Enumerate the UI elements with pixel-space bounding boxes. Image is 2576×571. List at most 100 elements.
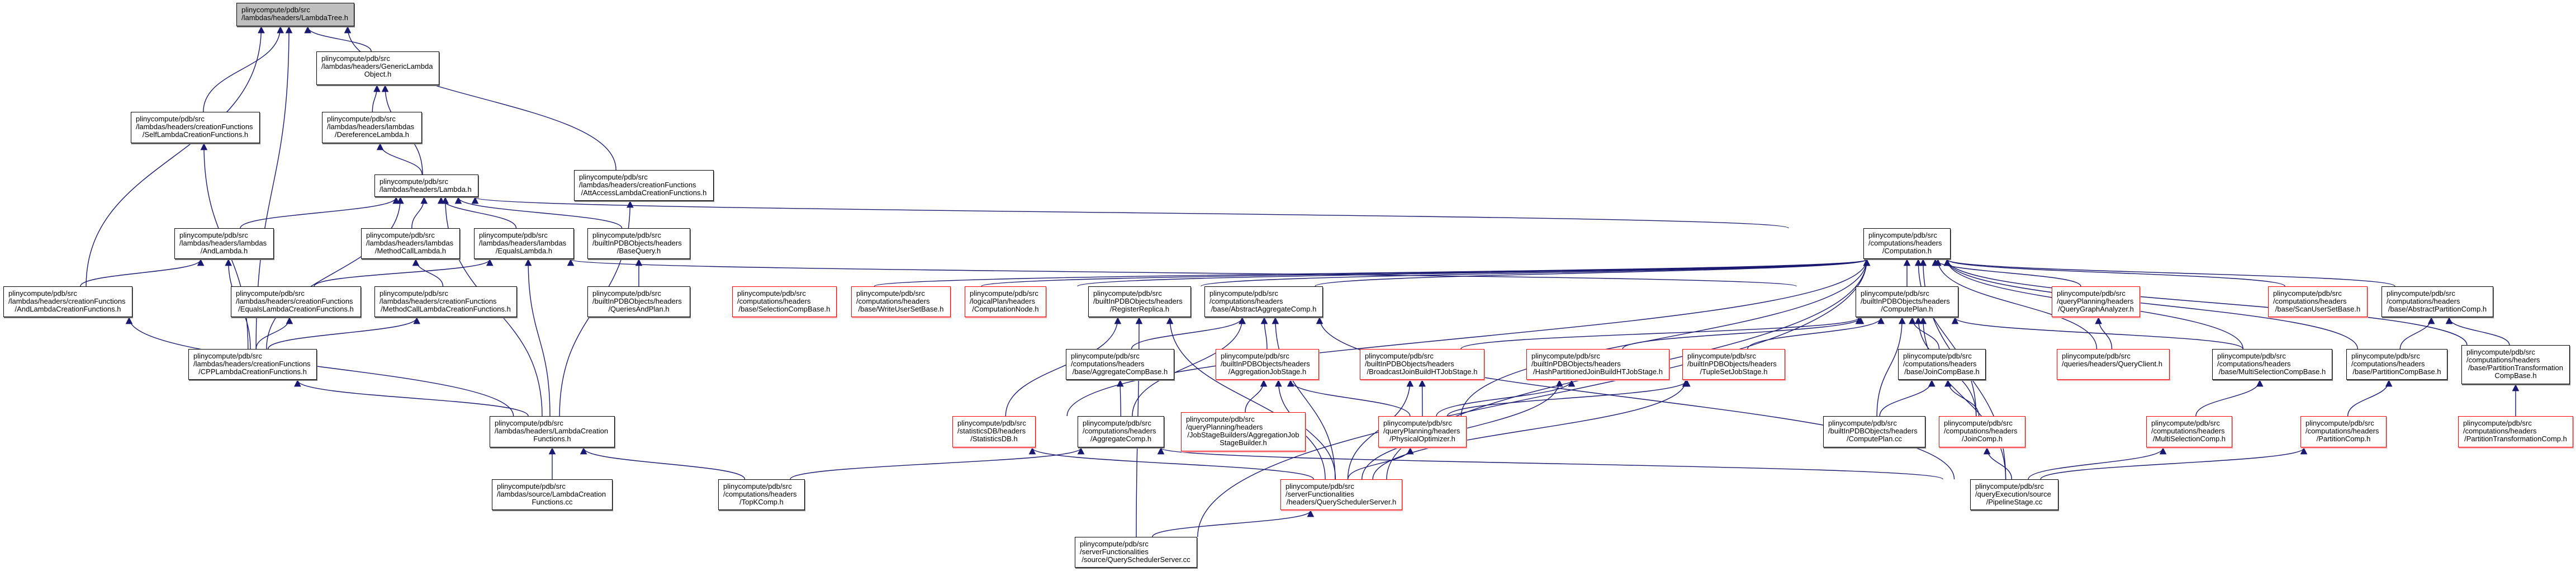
- graph-node-registerreplica[interactable]: plinycompute/pdb/src/builtInPDBObjects/h…: [1088, 286, 1191, 317]
- graph-node-multiselectioncompbase[interactable]: plinycompute/pdb/src/computations/header…: [2212, 349, 2332, 380]
- graph-node-topkcomp[interactable]: plinycompute/pdb/src/computations/header…: [718, 479, 805, 510]
- node-label-line: plinycompute/pdb/src: [321, 54, 390, 63]
- graph-node-partitioncompbase[interactable]: plinycompute/pdb/src/computations/header…: [2346, 349, 2447, 380]
- graph-node-writeusersetbase[interactable]: plinycompute/pdb/src/computations/header…: [851, 286, 951, 317]
- graph-node-abstractpartitioncomp[interactable]: plinycompute/pdb/src/computations/header…: [2382, 286, 2493, 317]
- node-label-line: /QueryGraphAnalyzer.h: [2058, 305, 2134, 313]
- graph-node-basequery[interactable]: plinycompute/pdb/src/builtInPDBObjects/h…: [587, 228, 690, 259]
- edge-scanusersetbase-to-computation: [1943, 258, 2285, 287]
- graph-node-lambda[interactable]: plinycompute/pdb/src/lambdas/headers/Lam…: [374, 174, 478, 197]
- graph-node-queryclient[interactable]: plinycompute/pdb/src/queries/headers/Que…: [2057, 349, 2170, 380]
- graph-node-lambdatree[interactable]: plinycompute/pdb/src/lambdas/headers/Lam…: [236, 3, 354, 26]
- edge-queryschedulerserverh-to-aggregationjobstage: [1275, 379, 1336, 480]
- node-label-line: /AndLambdaCreationFunctions.h: [15, 305, 121, 313]
- node-label-line: plinycompute/pdb/src: [2273, 289, 2342, 298]
- graph-node-aggregatecomp[interactable]: plinycompute/pdb/src/computations/header…: [1078, 416, 1164, 447]
- node-label-line: plinycompute/pdb/src: [2057, 289, 2126, 298]
- graph-node-joincompbase[interactable]: plinycompute/pdb/src/computations/header…: [1898, 349, 1986, 380]
- graph-node-aggregationjobstagebuilder[interactable]: plinycompute/pdb/src/queryPlanning/heade…: [1181, 412, 1306, 451]
- graph-node-attaccesslcf[interactable]: plinycompute/pdb/src/lambdas/headers/cre…: [574, 170, 714, 201]
- graph-node-statisticsdb[interactable]: plinycompute/pdb/src/statisticsDB/header…: [952, 416, 1036, 447]
- graph-node-andlambda[interactable]: plinycompute/pdb/src/lambdas/headers/lam…: [174, 228, 274, 259]
- node-label-line: /builtInPDBObjects/headers: [1828, 427, 1918, 435]
- node-label-line: /SelfLambdaCreationFunctions.h: [142, 130, 249, 139]
- graph-node-methodcalllcf[interactable]: plinycompute/pdb/src/lambdas/headers/cre…: [374, 286, 517, 317]
- graph-node-partitiontransformationcompbase[interactable]: plinycompute/pdb/src/computations/header…: [2461, 345, 2570, 384]
- node-label-line: /builtInPDBObjects/headers: [592, 297, 682, 305]
- edge-physicaloptimizer-to-tuplesetjobstage: [1446, 379, 1691, 417]
- graph-node-lambdacreationfunctionscc[interactable]: plinycompute/pdb/src/lambdas/source/Lamb…: [492, 479, 613, 510]
- edge-lambda-to-derefl: [376, 143, 423, 175]
- graph-node-queryschedulerservercc[interactable]: plinycompute/pdb/src/serverFunctionaliti…: [1075, 537, 1197, 568]
- graph-node-genericlambda[interactable]: plinycompute/pdb/src/lambdas/headers/Gen…: [316, 51, 439, 85]
- graph-node-computationnode[interactable]: plinycompute/pdb/src/logicalPlan/headers…: [965, 286, 1046, 317]
- edge-basequery-to-lambda: [454, 196, 623, 229]
- graph-node-methodcalllambda[interactable]: plinycompute/pdb/src/lambdas/headers/lam…: [361, 228, 460, 259]
- graph-node-joincomp[interactable]: plinycompute/pdb/src/computations/header…: [1939, 416, 2025, 447]
- edge-methodcalllcf-to-methodcalllambda: [412, 258, 444, 287]
- graph-node-broadcastjoin[interactable]: plinycompute/pdb/src/builtInPDBObjects/h…: [1360, 349, 1484, 380]
- edge-partitioncompbase-to-abstractpartitioncomp: [2399, 317, 2435, 350]
- graph-node-physicaloptimizer[interactable]: plinycompute/pdb/src/queryPlanning/heade…: [1378, 416, 1467, 447]
- graph-node-selflcf[interactable]: plinycompute/pdb/src/lambdas/headers/cre…: [131, 112, 260, 143]
- graph-node-equalslambda[interactable]: plinycompute/pdb/src/lambdas/headers/lam…: [474, 228, 574, 259]
- node-label-line: plinycompute/pdb/src: [1080, 540, 1149, 548]
- graph-node-pipelinestagecc[interactable]: plinycompute/pdb/src/queryExecution/sour…: [1970, 479, 2058, 510]
- graph-node-hashpartitionedjoin[interactable]: plinycompute/pdb/src/builtInPDBObjects/h…: [1526, 349, 1669, 380]
- node-label-line: CompBase.h: [2494, 371, 2537, 380]
- edge-derefl-to-genericlambda: [372, 84, 381, 112]
- graph-node-queriesandplan[interactable]: plinycompute/pdb/src/builtInPDBObjects/h…: [587, 286, 690, 317]
- node-label-line: /queryPlanning/headers: [1383, 427, 1460, 435]
- node-label-line: /CPPLambdaCreationFunctions.h: [198, 367, 307, 376]
- node-label-line: plinycompute/pdb/src: [579, 173, 648, 181]
- node-label-line: plinycompute/pdb/src: [479, 231, 548, 239]
- node-label-line: /computations/headers: [2463, 427, 2537, 435]
- graph-node-cpplcf[interactable]: plinycompute/pdb/src/lambdas/headers/cre…: [188, 349, 317, 380]
- node-label-line: plinycompute/pdb/src: [592, 289, 661, 298]
- node-label-line: /computations/headers: [2305, 427, 2379, 435]
- edge-methodcalllambda-to-lambda: [411, 196, 428, 229]
- node-label-line: plinycompute/pdb/src: [1687, 352, 1756, 360]
- graph-node-tuplesetjobstage[interactable]: plinycompute/pdb/src/builtInPDBObjects/h…: [1682, 349, 1785, 380]
- node-label-line: /lambdas/headers/creationFunctions: [193, 360, 311, 368]
- graph-node-computeplanh[interactable]: plinycompute/pdb/src/builtInPDBObjects/h…: [1856, 286, 1958, 317]
- node-label-line: /PhysicalOptimizer.h: [1389, 435, 1455, 443]
- node-label-line: /HashPartitionedJoinBuildHTJobStage.h: [1533, 367, 1663, 376]
- graph-node-computeplancc[interactable]: plinycompute/pdb/src/builtInPDBObjects/h…: [1823, 416, 1925, 447]
- graph-node-selectioncompbase[interactable]: plinycompute/pdb/src/computations/header…: [732, 286, 837, 317]
- node-label-line: /lambdas/headers/lambdas: [366, 239, 454, 247]
- node-label-line: /AttAccessLambdaCreationFunctions.h: [581, 188, 707, 197]
- node-label-line: /builtInPDBObjects/headers: [1861, 297, 1950, 305]
- graph-node-partitiontransformationcomp[interactable]: plinycompute/pdb/src/computations/header…: [2458, 416, 2573, 447]
- node-label-line: /builtInPDBObjects/headers: [592, 239, 682, 247]
- node-label-line: plinycompute/pdb/src: [193, 352, 262, 360]
- node-label-line: plinycompute/pdb/src: [497, 482, 566, 490]
- graph-node-computation[interactable]: plinycompute/pdb/src/computations/header…: [1863, 228, 1951, 259]
- node-label-line: Object.h: [364, 70, 392, 78]
- graph-node-partitioncomp[interactable]: plinycompute/pdb/src/computations/header…: [2300, 416, 2387, 447]
- node-label-line: plinycompute/pdb/src: [1285, 482, 1354, 490]
- node-label-line: /base/SelectionCompBase.h: [738, 305, 831, 313]
- graph-node-derefl[interactable]: plinycompute/pdb/src/lambdas/headers/lam…: [322, 112, 422, 143]
- node-label-line: /computations/headers: [2151, 427, 2225, 435]
- graph-node-abstractaggregatecomp[interactable]: plinycompute/pdb/src/computations/header…: [1204, 286, 1323, 317]
- graph-node-aggregatecompbase[interactable]: plinycompute/pdb/src/computations/header…: [1066, 349, 1174, 380]
- graph-node-equalslcf[interactable]: plinycompute/pdb/src/lambdas/headers/cre…: [231, 286, 361, 317]
- graph-node-lambdacreationfunctionsh[interactable]: plinycompute/pdb/src/lambdas/headers/Lam…: [490, 416, 615, 447]
- node-label-line: /Computation.h: [1882, 247, 1932, 255]
- node-label-line: plinycompute/pdb/src: [1975, 482, 2044, 490]
- graph-node-scanusersetbase[interactable]: plinycompute/pdb/src/computations/header…: [2268, 286, 2368, 317]
- graph-node-querygraphanalyzer[interactable]: plinycompute/pdb/src/queryPlanning/heade…: [2052, 286, 2140, 317]
- node-label-line: plinycompute/pdb/src: [723, 482, 792, 490]
- node-label-line: /builtInPDBObjects/headers: [1687, 360, 1777, 368]
- node-label-line: /computations/headers: [1868, 239, 1942, 247]
- graph-node-andlcf[interactable]: plinycompute/pdb/src/lambdas/headers/cre…: [3, 286, 132, 317]
- graph-node-aggregationjobstage[interactable]: plinycompute/pdb/src/builtInPDBObjects/h…: [1216, 349, 1319, 380]
- node-label-line: /computations/headers: [2466, 356, 2540, 364]
- node-label-line: StageBuilder.h: [1220, 438, 1267, 447]
- node-label-line: /MultiSelectionComp.h: [2152, 435, 2226, 443]
- edge-registerreplica-to-computation: [1201, 258, 1870, 287]
- graph-node-multiselectioncomp[interactable]: plinycompute/pdb/src/computations/header…: [2146, 416, 2232, 447]
- graph-node-queryschedulerserverh[interactable]: plinycompute/pdb/src/serverFunctionaliti…: [1280, 479, 1402, 510]
- node-label-line: plinycompute/pdb/src: [379, 177, 448, 186]
